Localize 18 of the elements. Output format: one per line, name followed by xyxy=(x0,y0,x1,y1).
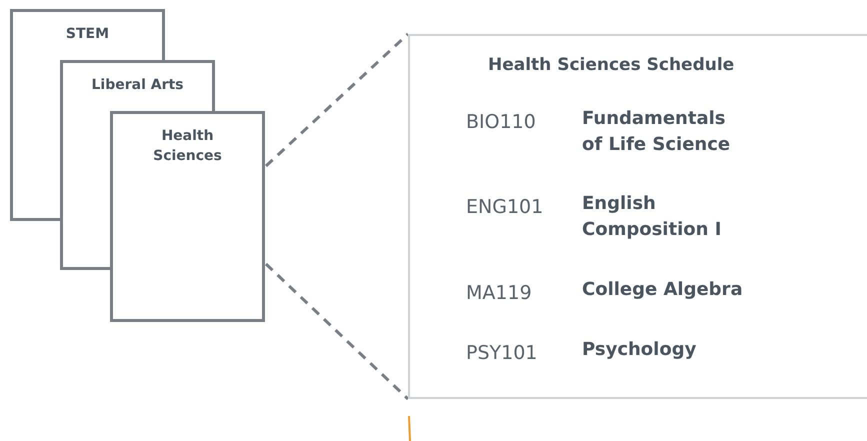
course-title: Psychology xyxy=(582,338,698,362)
dashed-connector xyxy=(264,262,410,400)
course-title: English Composition I xyxy=(582,192,722,242)
card-title: Health Sciences xyxy=(152,127,223,166)
program-card xyxy=(110,111,265,322)
course-title: College Algebra xyxy=(582,278,744,302)
card-title: STEM xyxy=(64,25,110,44)
course-title: Fundamentals of Life Science xyxy=(582,107,732,157)
program-card xyxy=(60,60,215,111)
course-code: PSY101 xyxy=(466,341,538,366)
panel-heading: Health Sciences Schedule xyxy=(488,54,734,77)
course-code: ENG101 xyxy=(466,195,544,220)
course-code: MA119 xyxy=(466,281,532,306)
dashed-connector xyxy=(264,32,410,168)
schedule-panel xyxy=(408,34,867,399)
course-code: BIO110 xyxy=(466,110,536,135)
card-title: Liberal Arts xyxy=(90,76,185,95)
program-card xyxy=(10,9,165,60)
